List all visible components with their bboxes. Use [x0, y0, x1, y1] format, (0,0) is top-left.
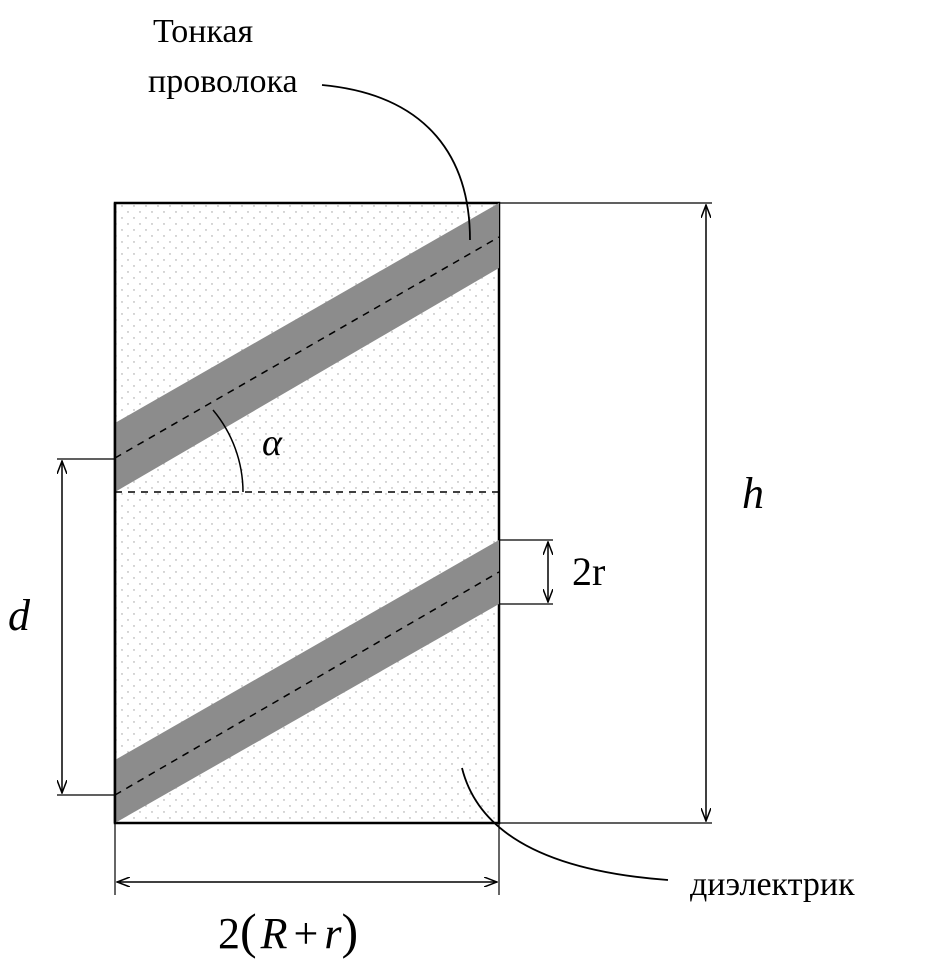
wire-callout-line [321, 84, 471, 241]
h-label: h [742, 469, 764, 518]
wire-centerline-top [114, 236, 500, 459]
dielectric-label: диэлектрик [690, 866, 855, 903]
wire-centerline-bottom [114, 571, 500, 796]
width-label-r: r [324, 909, 342, 958]
angle-label: α [262, 422, 283, 464]
dielectric-callout-line [461, 767, 669, 881]
d-label: d [8, 591, 31, 640]
2r-text: 2r [572, 549, 605, 594]
width-label-close: ) [342, 903, 359, 959]
width-label: 2(R+r) [218, 903, 358, 959]
width-label-R: R [260, 909, 288, 958]
width-label-open: ( [240, 903, 257, 959]
angle-arc [212, 409, 244, 493]
wire-label-line2: проволока [148, 63, 298, 100]
width-label-plus: + [294, 909, 319, 958]
wire-label-line1: Тонкая [153, 13, 254, 50]
dielectric-body [113, 201, 501, 825]
2r-label: 2r [572, 549, 605, 594]
width-label-2: 2 [218, 909, 240, 958]
wire-band-bottom [115, 540, 499, 823]
